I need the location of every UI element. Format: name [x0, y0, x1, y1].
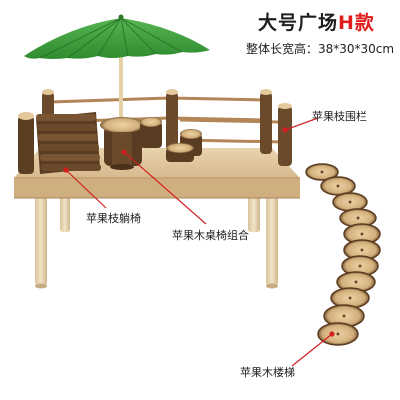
apple-branch-lounge-chair [36, 112, 101, 174]
title-main: 大号广场 [258, 12, 339, 34]
apple-branch-fence [18, 89, 292, 174]
size-spec: 整体长宽高：38*30*30cm [246, 42, 395, 56]
callout-lounge-chair: 苹果枝躺椅 [86, 212, 141, 225]
callout-table-set: 苹果木桌椅组合 [172, 229, 249, 242]
callout-leader-lines [63, 117, 335, 367]
callout-fence: 苹果枝围栏 [312, 110, 367, 123]
product-title: 大号广场H款 [258, 8, 375, 35]
apple-wood-stools [140, 117, 202, 162]
title-suffix: H款 [338, 12, 375, 34]
callout-stairs: 苹果木楼梯 [240, 366, 295, 379]
apple-wood-stairs [305, 163, 381, 346]
apple-wood-table [100, 117, 144, 170]
green-umbrella [24, 14, 210, 59]
umbrella-pole [119, 34, 123, 130]
